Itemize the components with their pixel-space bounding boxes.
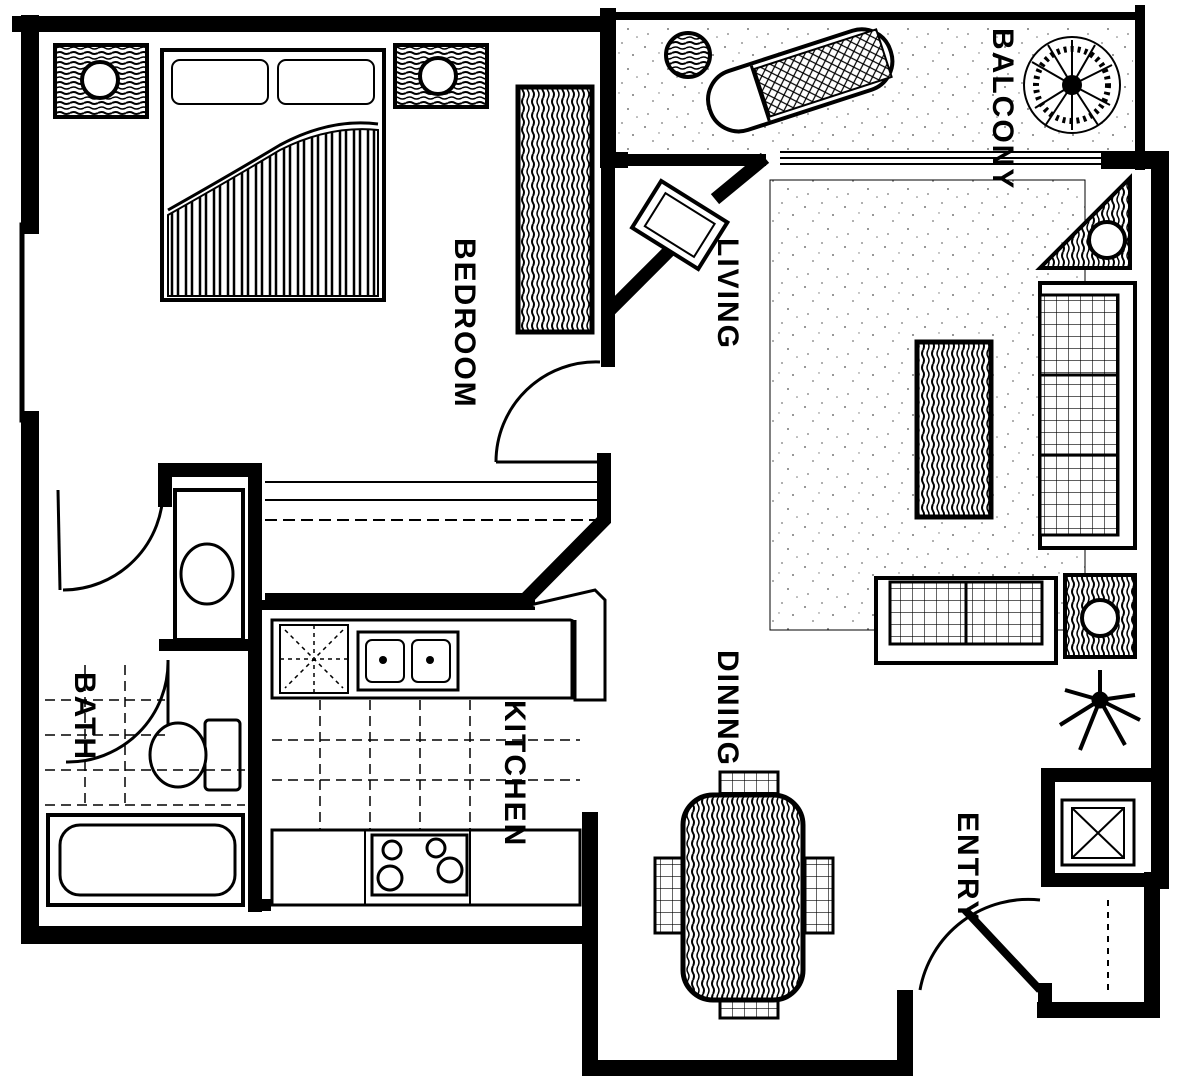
nightstand-lamp-icon bbox=[393, 43, 489, 109]
bath-tiles bbox=[45, 665, 245, 806]
room-labels: BALCONY BEDROOM LIVING BATH KITCHEN DINI… bbox=[68, 28, 1019, 923]
label-entry: ENTRY bbox=[951, 812, 984, 923]
potted-plant-icon bbox=[1058, 670, 1141, 751]
lounge-chair-icon bbox=[706, 27, 895, 134]
armchair-icon bbox=[874, 576, 1058, 665]
kitchen-tiles bbox=[272, 700, 580, 830]
label-dining: DINING bbox=[711, 650, 744, 767]
label-kitchen: KITCHEN bbox=[498, 700, 531, 847]
label-living: LIVING bbox=[711, 238, 744, 350]
sink-icon bbox=[173, 488, 245, 642]
nightstand-lamp-icon bbox=[1035, 173, 1132, 270]
bed-icon bbox=[160, 48, 386, 302]
label-bedroom: BEDROOM bbox=[448, 238, 481, 409]
tv-cabinet-icon bbox=[629, 178, 731, 272]
coffee-table-icon bbox=[914, 339, 994, 520]
closet-icon bbox=[1060, 798, 1136, 867]
nightstand-lamp-icon bbox=[1063, 573, 1137, 659]
doors bbox=[56, 360, 1043, 993]
dining-table-icon bbox=[653, 770, 835, 1020]
nightstand-lamp-icon bbox=[53, 43, 149, 119]
potted-plant-icon bbox=[664, 31, 712, 79]
walls bbox=[12, 5, 1169, 1076]
label-balcony: BALCONY bbox=[986, 28, 1019, 190]
closet-icon bbox=[265, 481, 600, 521]
balcony-sliding-door bbox=[780, 151, 1110, 165]
sofa-icon bbox=[1038, 281, 1137, 550]
stove-icon bbox=[279, 624, 349, 694]
potted-plant-icon bbox=[1023, 36, 1121, 134]
toilet-icon bbox=[148, 718, 242, 792]
stove-icon bbox=[370, 833, 469, 897]
dresser-icon bbox=[515, 84, 595, 335]
label-bath: BATH bbox=[68, 672, 101, 761]
bathtub-icon bbox=[46, 813, 245, 907]
sink-icon bbox=[356, 630, 460, 692]
